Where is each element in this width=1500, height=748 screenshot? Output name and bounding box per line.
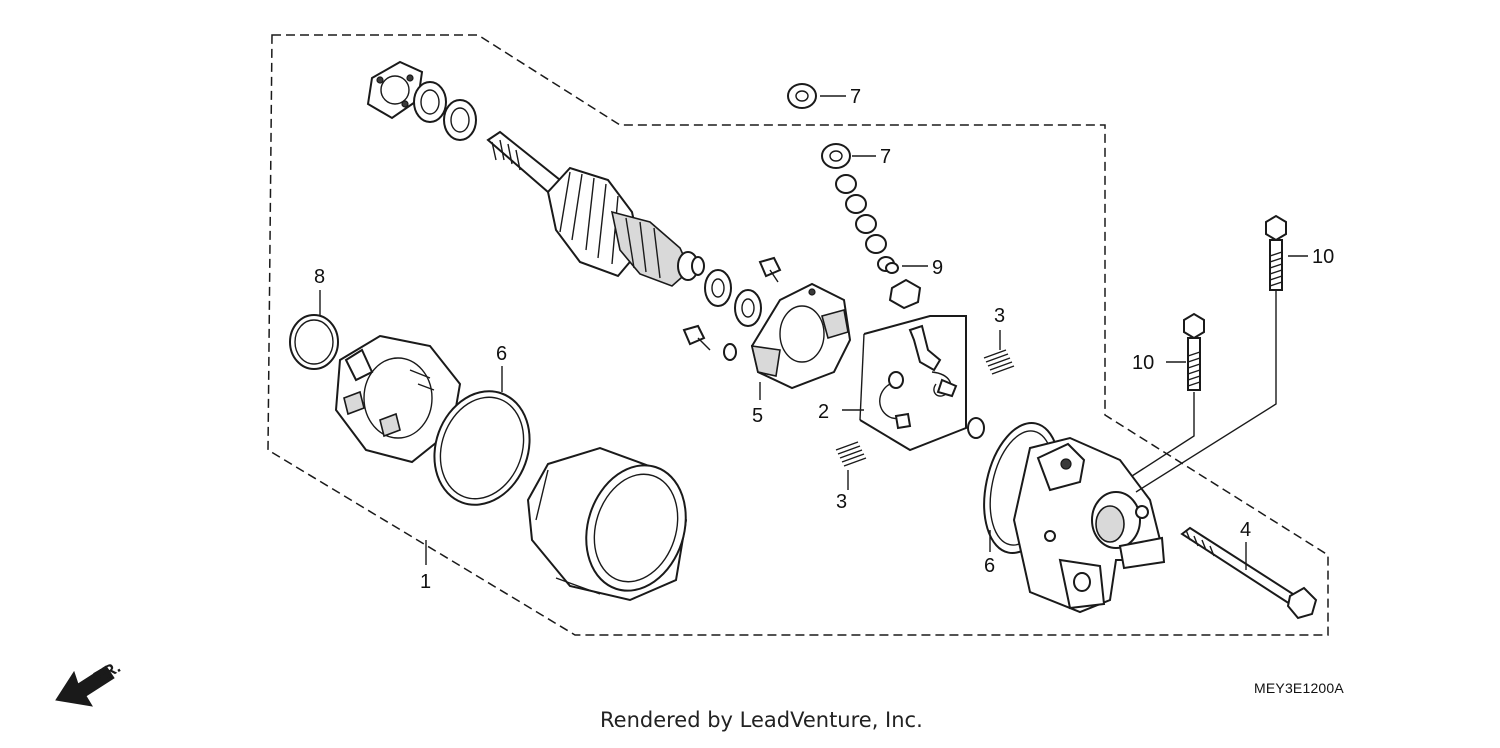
large-o-ring-left: [433, 390, 531, 506]
o-ring: [289, 314, 339, 370]
thrust-washers-top: [413, 81, 477, 141]
bolt-upper: [1265, 214, 1287, 291]
diagram-code: MEY3E1200A: [1254, 680, 1344, 696]
callout-10-upper: 10: [1312, 246, 1334, 268]
brush-holder: [750, 282, 852, 390]
callout-2: 2: [818, 401, 829, 423]
terminal-nut-stack: [787, 83, 922, 310]
rear-cover: [983, 422, 1166, 614]
callout-6-left: 6: [496, 343, 507, 365]
brush-assembly: [859, 315, 967, 452]
callout-3-lower: 3: [836, 491, 847, 513]
callout-3-upper: 3: [994, 305, 1005, 327]
arrow-left-down-icon: [55, 665, 115, 707]
armature-end-washers: [704, 269, 762, 327]
front-direction-marker: FR.: [55, 657, 124, 707]
front-bracket: [334, 334, 462, 464]
callout-1: 1: [420, 571, 431, 593]
through-bolt: [1180, 526, 1318, 620]
small-screws: [682, 256, 782, 361]
brush-plate-washer: [366, 60, 424, 120]
render-credit: Rendered by LeadVenture, Inc.: [600, 708, 923, 732]
armature: [486, 130, 705, 287]
rear-small-washer: [967, 417, 985, 439]
bolt-lower: [1183, 312, 1205, 391]
callout-4: 4: [1240, 519, 1251, 541]
callout-8: 8: [314, 266, 325, 288]
yoke-housing: [526, 446, 688, 602]
callout-7-second: 7: [880, 146, 891, 168]
callout-7-top: 7: [850, 86, 861, 108]
callout-5: 5: [752, 405, 763, 427]
leader-lines: [319, 95, 1308, 570]
callout-10-lower: 10: [1132, 352, 1154, 374]
callout-6-right: 6: [984, 555, 995, 577]
brush-springs: [835, 349, 1015, 467]
assembly-boundary: [267, 34, 1329, 636]
callout-9: 9: [932, 257, 943, 279]
